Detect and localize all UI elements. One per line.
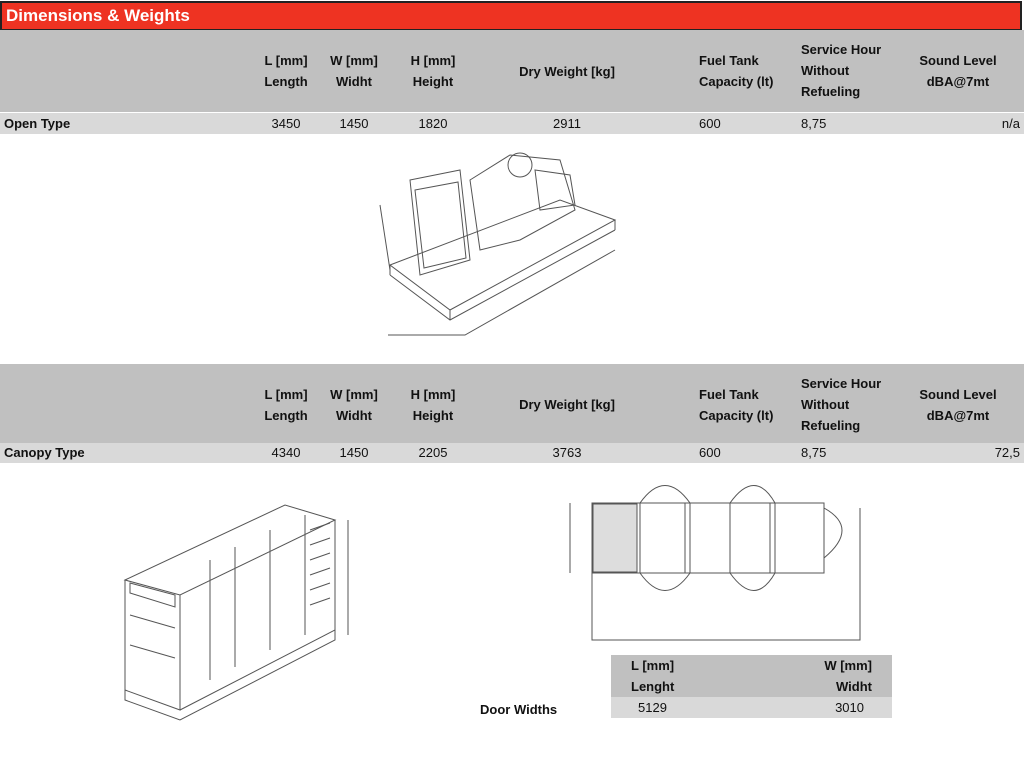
open-h: 1820 bbox=[418, 116, 448, 131]
col-sound-sub: dBA@7mt bbox=[926, 408, 990, 423]
col-w-sub: Widht bbox=[336, 74, 372, 89]
col-fuel: Fuel Tank bbox=[699, 387, 759, 402]
open-l: 3450 bbox=[271, 116, 301, 131]
canopy-sound: 72,5 bbox=[994, 445, 1020, 460]
col-h: H [mm] bbox=[410, 387, 456, 402]
door-w-value: 3010 bbox=[835, 700, 864, 715]
col-fuel-sub: Capacity (lt) bbox=[699, 408, 774, 423]
col-h-sub: Height bbox=[412, 408, 454, 423]
row-label: Canopy Type bbox=[4, 445, 85, 460]
canopy-dry: 3763 bbox=[552, 445, 582, 460]
col-w: W [mm] bbox=[330, 53, 378, 68]
door-widths-label: Door Widths bbox=[480, 702, 558, 717]
door-widths-row: 5129 3010 bbox=[611, 697, 892, 718]
open-sound: n/a bbox=[1001, 116, 1020, 131]
col-service: Service Hour bbox=[801, 42, 882, 57]
open-type-row: Open Type 3450 1450 1820 2911 600 8,75 n… bbox=[0, 113, 1024, 134]
col-dry: Dry Weight [kg] bbox=[519, 64, 615, 79]
open-service: 8,75 bbox=[801, 116, 827, 131]
canopy-type-row: Canopy Type 4340 1450 2205 3763 600 8,75… bbox=[0, 443, 1024, 463]
door-widths-header: L [mm] Lenght W [mm] Widht bbox=[611, 655, 892, 697]
col-l-sub: Length bbox=[264, 74, 308, 89]
col-sound: Sound Level bbox=[919, 387, 997, 402]
col-l: L [mm] bbox=[264, 387, 308, 402]
canopy-l: 4340 bbox=[271, 445, 301, 460]
canopy-isometric-drawing bbox=[123, 504, 349, 721]
col-l-sub: Length bbox=[264, 408, 308, 423]
col-l: L [mm] bbox=[264, 53, 308, 68]
col-fuel-sub: Capacity (lt) bbox=[699, 74, 774, 89]
open-dry: 2911 bbox=[553, 116, 581, 131]
col-sound-sub: dBA@7mt bbox=[926, 74, 990, 89]
open-type-drawing bbox=[379, 152, 617, 336]
col-service-2: Without bbox=[801, 63, 850, 78]
col-sound: Sound Level bbox=[919, 53, 997, 68]
canopy-type-header: L [mm] Length W [mm] Widht H [mm] Height Dr… bbox=[0, 364, 1024, 443]
canopy-fuel: 600 bbox=[699, 445, 721, 460]
col-service-3: Refueling bbox=[801, 418, 861, 433]
canopy-service: 8,75 bbox=[801, 445, 827, 460]
door-col-l-sub: Lenght bbox=[631, 679, 675, 694]
door-col-w-sub: Widht bbox=[836, 679, 872, 694]
open-fuel: 600 bbox=[699, 116, 721, 131]
door-col-w: W [mm] bbox=[824, 658, 872, 673]
col-w-sub: Widht bbox=[336, 408, 372, 423]
col-w: W [mm] bbox=[330, 387, 378, 402]
canopy-h: 2205 bbox=[418, 445, 448, 460]
col-fuel: Fuel Tank bbox=[699, 53, 759, 68]
row-label: Open Type bbox=[4, 116, 71, 131]
door-col-l: L [mm] bbox=[631, 658, 675, 673]
col-service-2: Without bbox=[801, 397, 850, 412]
col-dry: Dry Weight [kg] bbox=[519, 397, 615, 412]
col-h: H [mm] bbox=[410, 53, 456, 68]
col-service-3: Refueling bbox=[801, 84, 861, 99]
col-service: Service Hour bbox=[801, 376, 882, 391]
section-title: Dimensions & Weights bbox=[0, 1, 1022, 31]
canopy-top-view-drawing bbox=[569, 485, 861, 641]
open-w: 1450 bbox=[339, 116, 369, 131]
door-l-value: 5129 bbox=[638, 700, 667, 715]
open-type-header: L [mm] Length W [mm] Widht H [mm] Height Dr… bbox=[0, 30, 1024, 112]
canopy-w: 1450 bbox=[339, 445, 369, 460]
col-h-sub: Height bbox=[412, 74, 454, 89]
